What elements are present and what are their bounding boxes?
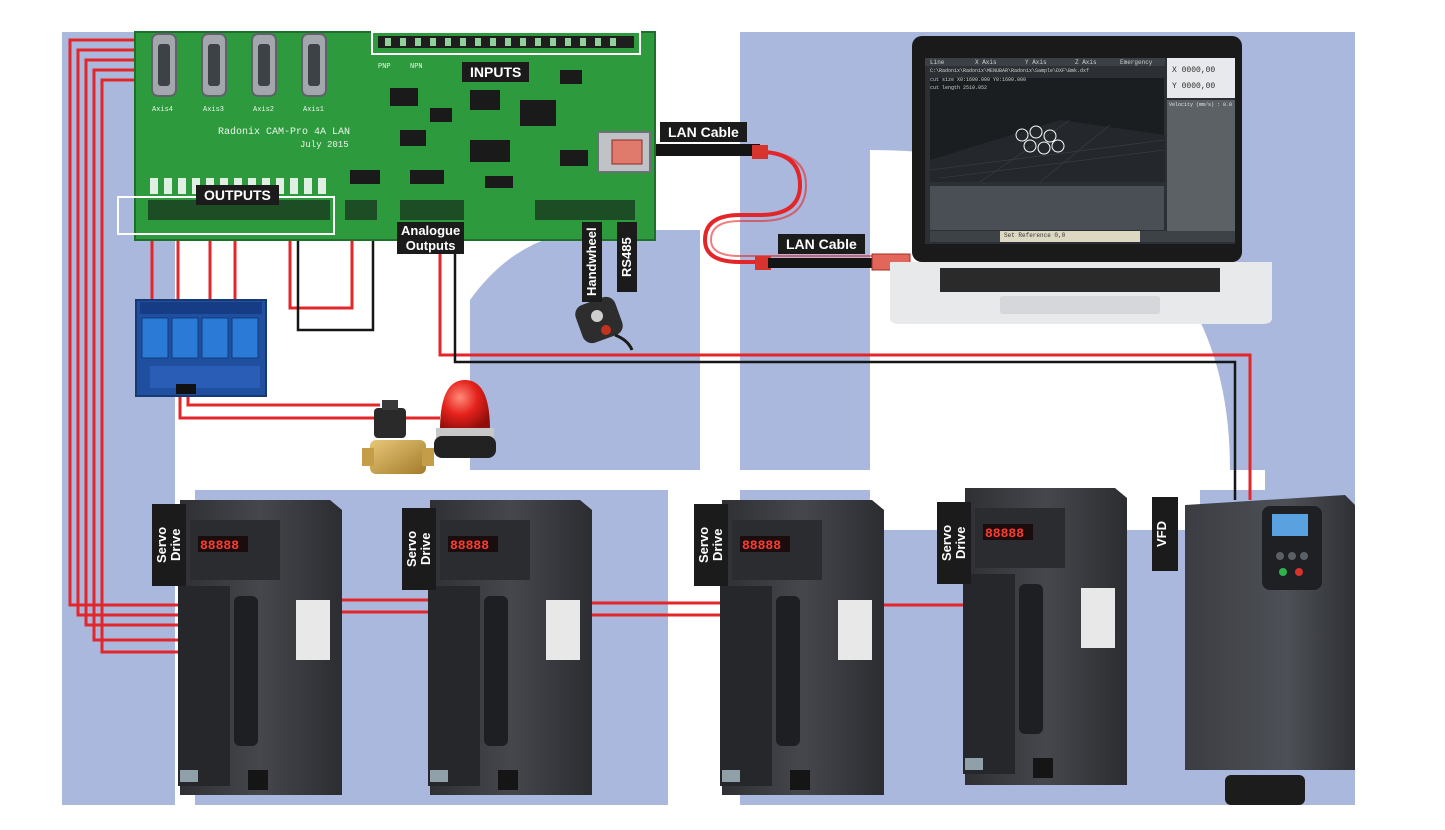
board-title: Radonix CAM-Pro 4A LAN bbox=[218, 127, 351, 138]
inputs-label: INPUTS bbox=[462, 62, 530, 82]
vfd-label: VFD bbox=[1152, 497, 1178, 571]
laptop bbox=[890, 36, 1272, 324]
dro-x-axis-name: X bbox=[1172, 66, 1177, 75]
dro-x-axis: X 0000,00 bbox=[1172, 66, 1215, 75]
relay-module bbox=[135, 299, 267, 397]
servo-drive-3 bbox=[720, 500, 884, 795]
black-wiring bbox=[296, 240, 1237, 500]
screen-menu-line: Line bbox=[930, 59, 945, 66]
servo-drive-label-2: Servo Drive bbox=[402, 508, 436, 590]
drive-display-1: 88888 bbox=[200, 538, 239, 553]
lan-cable-label-top: LAN Cable bbox=[660, 122, 747, 142]
servo-drive-label-1: Servo Drive bbox=[152, 504, 186, 586]
outputs-label: OUTPUTS bbox=[196, 185, 279, 205]
servo-drive-2 bbox=[428, 500, 592, 795]
analogue-outputs-line1: Analogue bbox=[401, 223, 461, 238]
rs485-label: RS485 bbox=[617, 222, 637, 292]
dro-x-axis-value: 0000,00 bbox=[1181, 66, 1216, 75]
solenoid-valve bbox=[362, 400, 434, 474]
screen-status: Set Reference 0,0 bbox=[1004, 232, 1066, 239]
dro-y-axis-name: Y bbox=[1172, 82, 1177, 91]
handwheel-label: Handwheel bbox=[582, 222, 602, 302]
screen-velocity: Velocity (mm/s) : 0.0 bbox=[1169, 102, 1233, 108]
dro-y-axis-value: 0000,00 bbox=[1181, 82, 1216, 91]
servo-drive-label-4: Servo Drive bbox=[937, 502, 971, 584]
servo-drives bbox=[178, 488, 1127, 795]
axis-label-1: Axis1 bbox=[303, 106, 325, 114]
axis-connectors bbox=[151, 33, 327, 97]
lan-cable-label-bottom: LAN Cable bbox=[778, 234, 865, 254]
analogue-outputs-label: Analogue Outputs bbox=[397, 222, 465, 254]
controller-board bbox=[117, 31, 656, 241]
servo-drive-label-3: Servo Drive bbox=[694, 504, 728, 586]
npn-label: NPN bbox=[410, 63, 423, 71]
warning-beacon bbox=[434, 380, 496, 458]
screen-menu-z-axis: Z Axis bbox=[1075, 59, 1097, 66]
axis-label-3: Axis3 bbox=[203, 106, 225, 114]
lan-cable bbox=[640, 144, 911, 271]
screen-file-path: C:\Radonix\Radonix\MENUBAR\Radonix\Sampl… bbox=[930, 68, 1090, 74]
drive-display-4: 88888 bbox=[985, 526, 1024, 541]
screen-menu-x-axis: X Axis bbox=[975, 59, 997, 66]
terminal-blocks bbox=[148, 178, 635, 220]
board-date: July 2015 bbox=[300, 140, 349, 150]
vfd-unit bbox=[1185, 495, 1355, 805]
drive-display-2: 88888 bbox=[450, 538, 489, 553]
servo-drive-4 bbox=[963, 488, 1127, 785]
servo-drive-1 bbox=[178, 500, 342, 795]
dro-y-axis: Y 0000,00 bbox=[1172, 82, 1215, 91]
handwheel-pendant bbox=[575, 296, 634, 351]
screen-menu-y-axis: Y Axis bbox=[1025, 59, 1047, 66]
axis-label-2: Axis2 bbox=[253, 106, 275, 114]
pnp-label: PNP bbox=[378, 63, 391, 71]
screen-info-line-1: cut size X0:1600.000 Y0:1600.000 bbox=[930, 77, 1027, 83]
analogue-outputs-line2: Outputs bbox=[405, 238, 456, 253]
screen-menu-emergency: Emergency bbox=[1120, 59, 1153, 66]
screen-info-line-2: cut length 2510.052 bbox=[930, 85, 988, 91]
drive-display-3: 88888 bbox=[742, 538, 781, 553]
axis-label-4: Axis4 bbox=[152, 106, 174, 114]
